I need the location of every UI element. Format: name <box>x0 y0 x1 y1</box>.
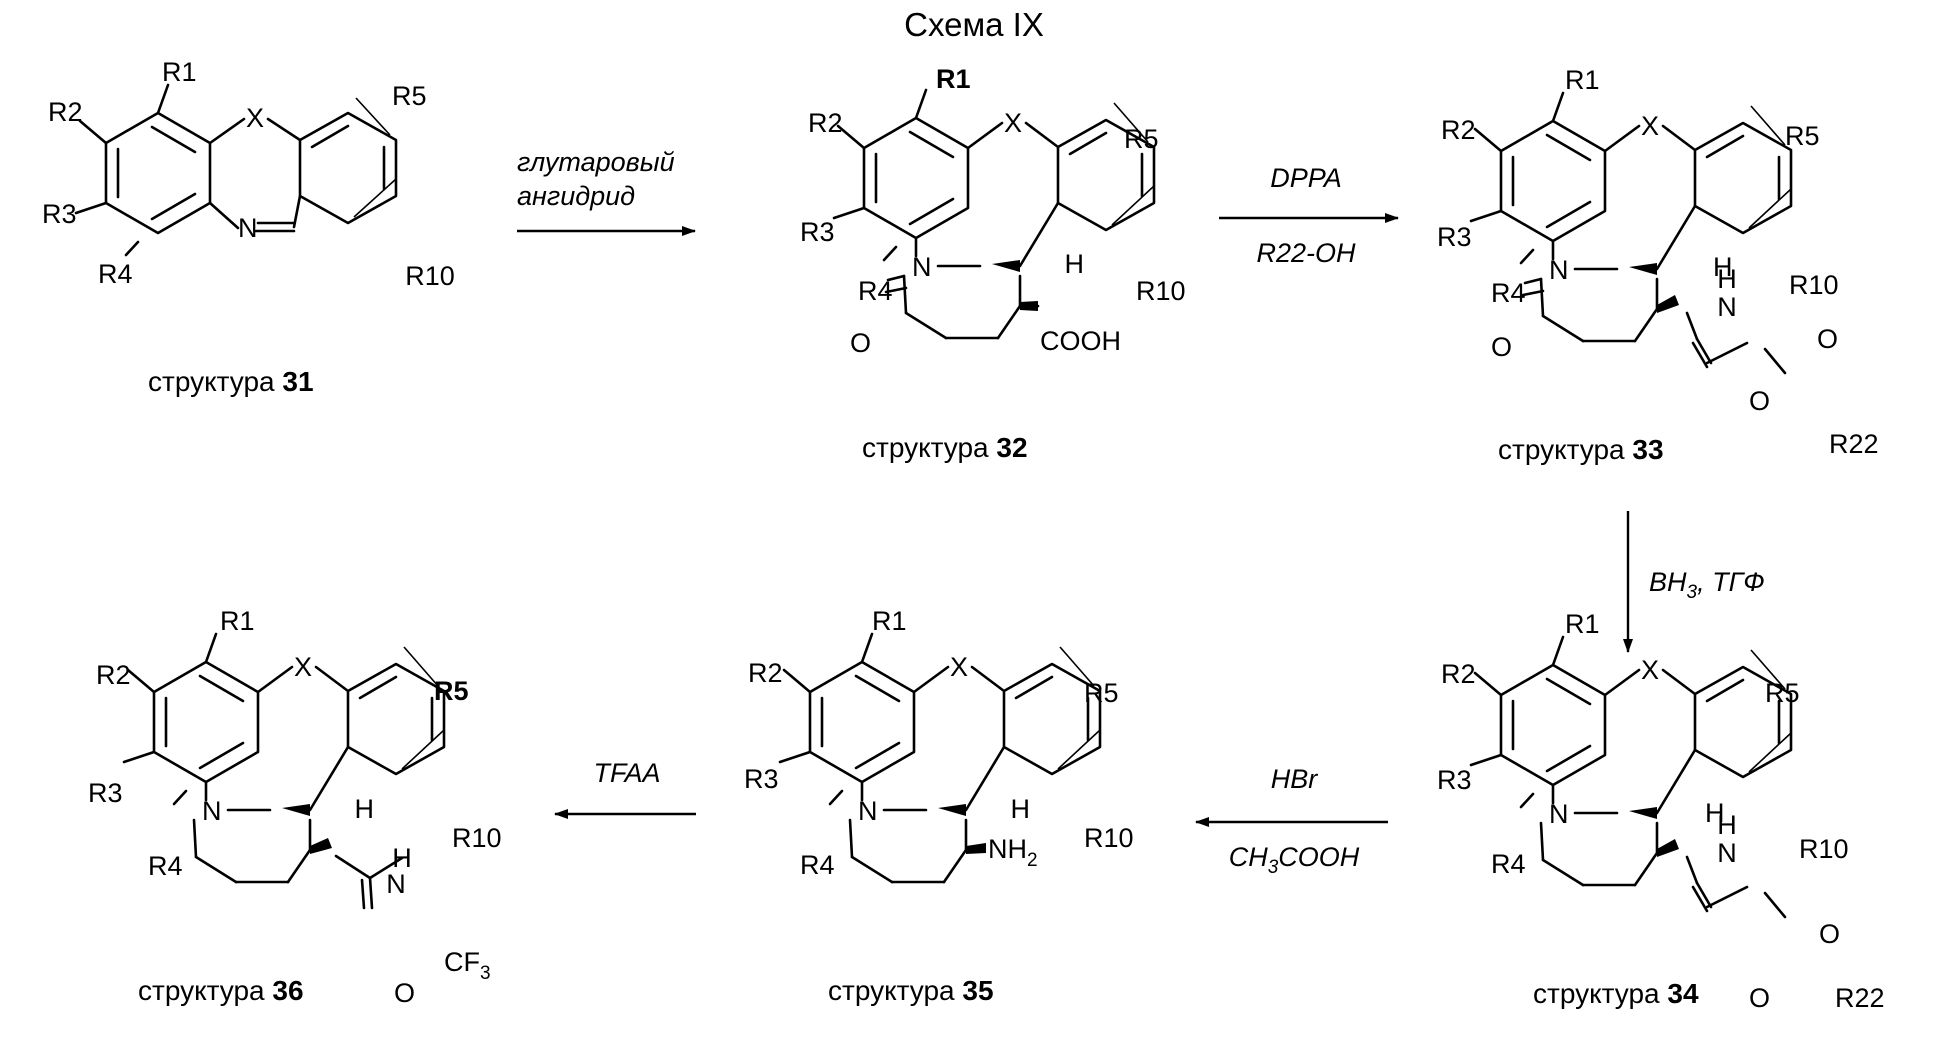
atom-x: X <box>1004 108 1022 138</box>
atom-n: N <box>1549 255 1569 285</box>
atom-n-2: N <box>1717 292 1737 322</box>
svg-text:структура 35: структура 35 <box>828 975 994 1006</box>
atom-n: N <box>1549 799 1569 829</box>
reagent-5: TFAA <box>594 758 661 788</box>
caption-31: структура 31 <box>148 366 314 397</box>
caption-33: структура 33 <box>1498 434 1664 465</box>
svg-text:структура 33: структура 33 <box>1498 434 1664 465</box>
atom-r10: R10 <box>1084 823 1134 853</box>
atom-n: N <box>858 796 878 826</box>
atom-o-3: O <box>1817 324 1838 354</box>
atom-r10: R10 <box>405 261 455 291</box>
group-nh2: NH2 <box>988 834 1038 871</box>
atom-r1: R1 <box>872 606 907 636</box>
atom-r4: R4 <box>148 851 183 881</box>
reagent-1-line2: ангидрид <box>517 181 635 211</box>
atom-h: H <box>1011 794 1031 824</box>
atom-h: H <box>355 794 375 824</box>
atom-r1: R1 <box>220 606 255 636</box>
atom-x: X <box>246 103 264 133</box>
atom-h-2: H <box>1717 264 1737 294</box>
atom-r4: R4 <box>98 259 133 289</box>
atom-x: X <box>1641 111 1659 141</box>
atom-r1: R1 <box>1565 609 1600 639</box>
atom-r2: R2 <box>748 658 783 688</box>
group-r22: R22 <box>1835 983 1885 1013</box>
atom-r2: R2 <box>48 97 83 127</box>
atom-o: O <box>850 328 871 358</box>
svg-text:структура 34: структура 34 <box>1533 978 1699 1009</box>
atom-h: H <box>1065 249 1085 279</box>
atom-r5: R5 <box>434 676 469 706</box>
svg-text:структура 36: структура 36 <box>138 975 304 1006</box>
structure-36: R1 R2 R3 R4 X R5 R10 N H H N O CF3 <box>88 606 502 1008</box>
reagent-1-line1: глутаровый <box>517 147 675 177</box>
atom-o: O <box>1491 332 1512 362</box>
caption-34: структура 34 <box>1533 978 1699 1009</box>
group-cf3: CF3 <box>444 947 491 984</box>
atom-r10: R10 <box>452 823 502 853</box>
atom-r5: R5 <box>1765 678 1800 708</box>
caption-35: структура 35 <box>828 975 994 1006</box>
atom-r3: R3 <box>88 778 123 808</box>
atom-n-2: N <box>1717 838 1737 868</box>
atom-r4: R4 <box>1491 278 1526 308</box>
atom-r2: R2 <box>808 108 843 138</box>
atom-x: X <box>950 652 968 682</box>
structure-34: R1 R2 R3 R4 X R5 R10 N H H N O O R22 <box>1437 609 1885 1013</box>
atom-r10: R10 <box>1799 834 1849 864</box>
structure-33: R1 R2 R3 R4 X R5 R10 N H H N O O O R22 <box>1437 65 1879 459</box>
atom-r5: R5 <box>1124 124 1159 154</box>
group-r22: R22 <box>1829 429 1879 459</box>
atom-r3: R3 <box>744 764 779 794</box>
reagent-4-line2: CH3COOH <box>1229 842 1360 878</box>
reagent-2-line1: DPPA <box>1270 163 1342 193</box>
atom-r5: R5 <box>392 81 427 111</box>
atom-n-2: N <box>386 869 406 899</box>
atom-x: X <box>1641 655 1659 685</box>
atom-r4: R4 <box>858 276 893 306</box>
group-cooh: COOH <box>1040 326 1121 356</box>
atom-r2: R2 <box>96 660 131 690</box>
reagent-2-line2: R22-OH <box>1256 238 1356 268</box>
structure-31: R1 R2 R3 R4 X N R5 R10 <box>42 57 455 291</box>
structure-35: R1 R2 R3 R4 X R5 R10 N H NH2 <box>744 606 1134 882</box>
atom-r5: R5 <box>1785 121 1820 151</box>
atom-o: O <box>394 978 415 1008</box>
caption-32: структура 32 <box>862 432 1028 463</box>
atom-r1: R1 <box>162 57 197 87</box>
atom-o-2: O <box>1749 983 1770 1013</box>
atom-r3: R3 <box>1437 765 1472 795</box>
atom-r10: R10 <box>1136 276 1186 306</box>
atom-r1: R1 <box>1565 65 1600 95</box>
atom-n: N <box>202 796 222 826</box>
atom-o-3: O <box>1819 919 1840 949</box>
atom-r3: R3 <box>42 199 77 229</box>
atom-r3: R3 <box>800 217 835 247</box>
atom-n: N <box>912 252 932 282</box>
atom-r5: R5 <box>1084 678 1119 708</box>
atom-r2: R2 <box>1441 115 1476 145</box>
atom-r3: R3 <box>1437 222 1472 252</box>
atom-h-2: H <box>1717 810 1737 840</box>
reagent-3: BH3, ТГФ <box>1649 567 1765 603</box>
atom-r1: R1 <box>936 64 971 94</box>
atom-n: N <box>238 213 258 243</box>
caption-36: структура 36 <box>138 975 304 1006</box>
atom-r4: R4 <box>800 850 835 880</box>
reagent-4-line1: HBr <box>1271 764 1319 794</box>
atom-x: X <box>294 652 312 682</box>
atom-r4: R4 <box>1491 849 1526 879</box>
atom-o-2: O <box>1749 386 1770 416</box>
scheme-title: Схема IX <box>904 6 1044 43</box>
svg-text:структура 32: структура 32 <box>862 432 1028 463</box>
svg-text:структура 31: структура 31 <box>148 366 314 397</box>
atom-r10: R10 <box>1789 270 1839 300</box>
structure-32: R1 R2 R3 R4 X R5 R10 N H O COOH <box>800 64 1186 358</box>
atom-r2: R2 <box>1441 659 1476 689</box>
